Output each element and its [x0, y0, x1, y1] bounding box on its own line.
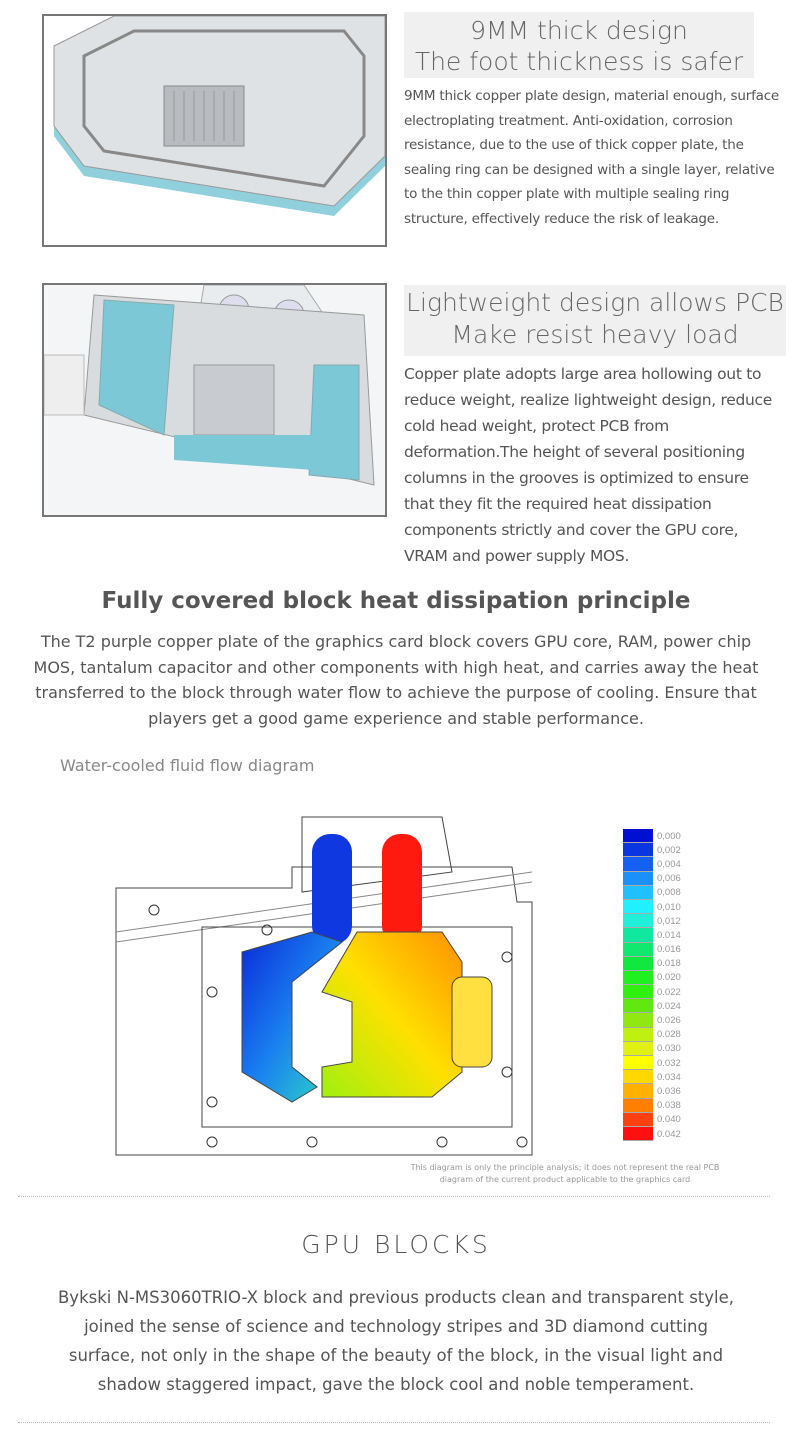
legend-row: 0.030: [623, 1041, 681, 1056]
legend-label: 0.020: [657, 972, 681, 984]
legend-label: 0,002: [657, 844, 681, 856]
legend-label: 0,004: [657, 858, 681, 870]
principle-body: The T2 purple copper plate of the graphi…: [33, 632, 759, 728]
legend-swatch: [623, 871, 653, 886]
legend-swatch: [623, 829, 653, 844]
feature2-heading: Lightweight design allows PCB Make resis…: [404, 285, 786, 356]
legend-swatch: [623, 899, 653, 915]
legend-swatch: [623, 970, 653, 986]
legend-row: 0.020: [623, 970, 681, 986]
legend-row: 0,000: [623, 829, 681, 844]
diagram-caption: Water-cooled fluid flow diagram: [60, 756, 315, 775]
legend-label: 0.022: [657, 986, 681, 998]
legend-swatch: [623, 942, 653, 957]
legend-swatch: [623, 1013, 653, 1028]
color-scale-legend: 0,000 0,002 0,004 0,006 0,008 0,010 0,012 0.014…: [623, 829, 681, 1142]
feature2-heading-line2: Make resist heavy load: [451, 320, 739, 349]
feature1-heading: 9MM thick design The foot thickness is s…: [404, 12, 754, 78]
legend-row: 0.036: [623, 1084, 681, 1099]
legend-label: 0,008: [657, 887, 681, 899]
legend-label: 0.016: [657, 944, 681, 956]
legend-label: 0.038: [657, 1100, 681, 1112]
legend-label: 0.026: [657, 1015, 681, 1027]
legend-row: 0,008: [623, 885, 681, 900]
legend-row: 0,002: [623, 843, 681, 858]
disclaimer-line1: This diagram is only the principle analy…: [410, 1163, 720, 1172]
legend-label: 0.028: [657, 1029, 681, 1041]
legend-swatch: [623, 885, 653, 900]
legend-swatch: [623, 1126, 653, 1142]
legend-swatch: [623, 985, 653, 1000]
legend-label: 0,000: [657, 830, 681, 842]
legend-swatch: [623, 1056, 653, 1071]
legend-swatch: [623, 956, 653, 971]
legend-row: 0.024: [623, 999, 681, 1014]
legend-label: 0.040: [657, 1114, 681, 1126]
lightweight-block-image: [42, 283, 387, 517]
legend-row: 0.042: [623, 1126, 681, 1142]
legend-row: 0,004: [623, 857, 681, 872]
legend-row: 0.034: [623, 1070, 681, 1085]
legend-label: 0,010: [657, 901, 681, 913]
legend-row: 0,012: [623, 914, 681, 929]
legend-swatch: [623, 928, 653, 943]
legend-row: 0.018: [623, 956, 681, 971]
legend-label: 0.030: [657, 1043, 681, 1055]
legend-row: 0.022: [623, 985, 681, 1000]
legend-swatch: [623, 1098, 653, 1113]
feature1-heading-line2: The foot thickness is safer: [414, 47, 744, 76]
feature2-body: Copper plate adopts large area hollowing…: [404, 365, 773, 565]
legend-row: 0,006: [623, 871, 681, 886]
legend-row: 0,010: [623, 899, 681, 915]
legend-swatch: [623, 914, 653, 929]
legend-row: 0.038: [623, 1098, 681, 1113]
feature1-body: 9MM thick copper plate design, material …: [404, 88, 780, 227]
divider-bottom: [18, 1422, 770, 1423]
legend-label: 0.014: [657, 929, 681, 941]
legend-swatch: [623, 999, 653, 1014]
feature2-heading-line1: Lightweight design allows PCB: [406, 288, 784, 317]
diagram-disclaimer: This diagram is only the principle analy…: [390, 1162, 740, 1186]
principle-title: Fully covered block heat dissipation pri…: [101, 588, 691, 614]
legend-label: 0.024: [657, 1000, 681, 1012]
legend-label: 0.042: [657, 1128, 681, 1140]
legend-label: 0,012: [657, 915, 681, 927]
legend-label: 0.018: [657, 958, 681, 970]
legend-label: 0.032: [657, 1057, 681, 1069]
legend-swatch: [623, 1112, 653, 1127]
legend-swatch: [623, 1084, 653, 1099]
fluid-flow-diagram: [112, 812, 607, 1164]
legend-row: 0.014: [623, 928, 681, 943]
legend-swatch: [623, 857, 653, 872]
legend-swatch: [623, 1070, 653, 1085]
legend-row: 0.032: [623, 1056, 681, 1071]
legend-row: 0.026: [623, 1013, 681, 1028]
legend-swatch: [623, 1027, 653, 1042]
legend-row: 0.040: [623, 1112, 681, 1127]
gpu-blocks-title: GPU BLOCKS: [301, 1230, 491, 1259]
legend-label: 0.036: [657, 1085, 681, 1097]
legend-label: 0.034: [657, 1071, 681, 1083]
legend-swatch: [623, 843, 653, 858]
feature1-heading-line1: 9MM thick design: [470, 16, 688, 45]
legend-row: 0.028: [623, 1027, 681, 1042]
legend-label: 0,006: [657, 873, 681, 885]
legend-swatch: [623, 1041, 653, 1056]
copper-plate-image: [42, 14, 387, 247]
legend-row: 0.016: [623, 942, 681, 957]
disclaimer-line2: diagram of the current product applicabl…: [439, 1175, 691, 1184]
divider: [18, 1196, 770, 1197]
gpu-blocks-body: Bykski N-MS3060TRIO-X block and previous…: [57, 1288, 735, 1394]
